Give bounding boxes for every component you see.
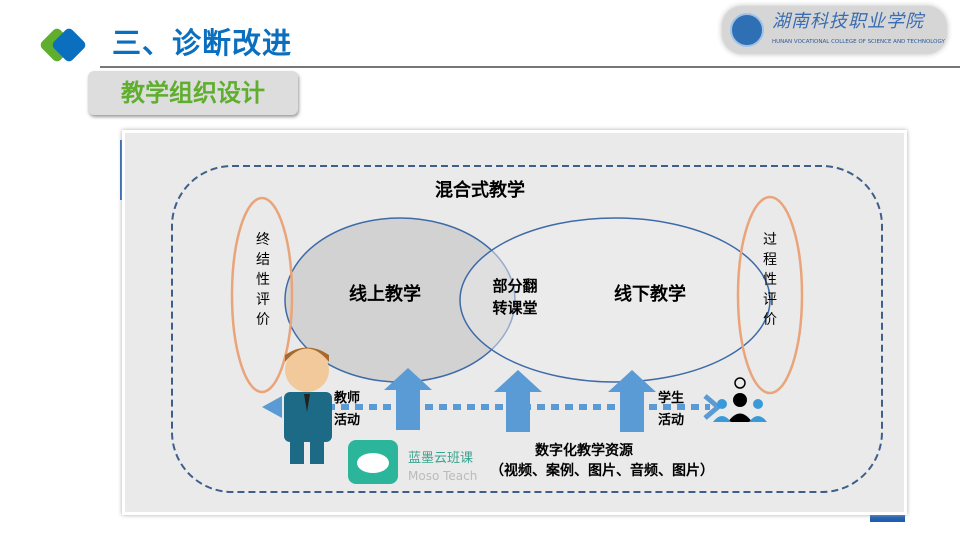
teacher-icon xyxy=(284,347,332,464)
left-eval-ellipse xyxy=(230,196,294,394)
college-name-en: HUNAN VOCATIONAL COLLEGE OF SCIENCE AND … xyxy=(772,39,945,45)
left-arrowhead xyxy=(262,396,282,418)
moso-teach-app-icon xyxy=(348,440,398,484)
right-eval-ellipse xyxy=(736,195,804,395)
offline-label: 线下教学 xyxy=(614,284,686,305)
resource-up-arrows xyxy=(384,368,656,432)
college-seal-icon xyxy=(730,13,764,47)
students-icon xyxy=(713,377,767,422)
flipped-classroom-label: 部分翻转课堂 xyxy=(492,277,538,317)
digital-resources-title: 数字化教学资源 xyxy=(535,443,633,459)
college-logo: 湖南科技职业学院 HUNAN VOCATIONAL COLLEGE OF SCI… xyxy=(722,6,947,54)
offline-circle xyxy=(459,217,771,383)
student-activity-label: 学生活动 xyxy=(658,391,685,428)
page-title: 三、诊断改进 xyxy=(112,26,293,60)
diamond-logo-icon xyxy=(40,28,86,62)
section-subtitle: 教学组织设计 xyxy=(88,71,298,115)
header-divider xyxy=(100,66,960,68)
teacher-activity-label: 教师活动 xyxy=(334,391,361,428)
online-label: 线上教学 xyxy=(349,284,421,305)
blended-boundary xyxy=(171,165,883,493)
summative-eval-label: 终结性评价 xyxy=(256,232,270,328)
app-name-en: Moso Teach xyxy=(408,469,478,483)
diagram-title: 混合式教学 xyxy=(435,180,525,201)
app-name: 蓝墨云班课 xyxy=(408,451,474,466)
college-name-cn: 湖南科技职业学院 xyxy=(772,11,924,32)
process-eval-label: 过程性评价 xyxy=(763,232,777,328)
digital-resources-list: （视频、案例、图片、音频、图片） xyxy=(490,463,714,479)
